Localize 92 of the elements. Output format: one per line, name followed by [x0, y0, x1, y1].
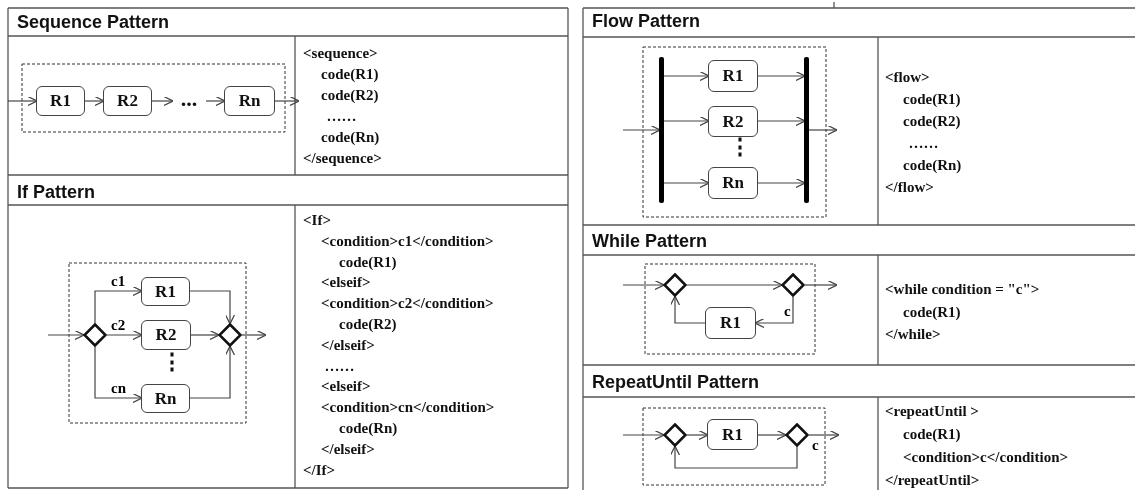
code-line: code(Rn) [339, 419, 398, 437]
code-line: </elseif> [321, 439, 375, 458]
ellipsis-text: ... [172, 84, 206, 110]
code-line: …… [908, 134, 939, 152]
section-heading: RepeatUntil Pattern [592, 371, 760, 393]
code-line: code(R1) [903, 425, 961, 443]
arrow [808, 429, 840, 441]
decision-diamond [83, 323, 107, 347]
arrow [94, 285, 143, 324]
arrow [663, 115, 710, 127]
code-line: </while> [885, 325, 941, 343]
process-box: Rn [224, 86, 275, 116]
section-heading: Sequence Pattern [17, 11, 170, 33]
arrow [754, 296, 794, 329]
arrow [205, 95, 226, 107]
process-box: R2 [708, 106, 758, 137]
process-box: R2 [141, 320, 191, 350]
arrow [190, 329, 220, 341]
arrow [663, 177, 710, 189]
arrow [757, 429, 787, 441]
arrow [757, 115, 806, 127]
sync-bar [659, 57, 664, 203]
arrow [808, 124, 838, 136]
arrow [686, 429, 709, 441]
vertical-ellipsis: ⋮ [729, 135, 751, 159]
code-line: <condition>cn</condition> [321, 398, 495, 417]
code-line: <condition>c</condition> [903, 448, 1069, 466]
arrow [7, 95, 38, 107]
process-box: R2 [103, 86, 152, 116]
code-line: <repeatUntil > [885, 402, 979, 420]
code-line: <condition>c1</condition> [321, 231, 494, 250]
arrow [189, 345, 236, 399]
arrow [622, 429, 665, 441]
code-line: <elseif> [321, 273, 371, 292]
code-line: …… [324, 356, 355, 375]
decision-diamond [663, 273, 687, 297]
edge-label: c2 [110, 318, 127, 333]
decision-diamond [218, 323, 242, 347]
arrow [622, 124, 661, 136]
arrow [669, 445, 798, 469]
code-line: code(R1) [903, 90, 961, 108]
code-line: <while condition = "c"> [885, 280, 1040, 298]
process-box: R1 [705, 307, 756, 339]
process-box: R1 [708, 60, 758, 92]
arrow [84, 95, 105, 107]
code-line: </If> [303, 460, 336, 479]
code-line: <sequence> [303, 44, 378, 62]
code-line: code(R1) [321, 65, 379, 83]
arrow [663, 70, 710, 82]
decision-diamond [663, 423, 687, 447]
arrow [757, 177, 806, 189]
code-line: code(R2) [903, 112, 961, 130]
process-box: Rn [141, 384, 190, 413]
process-box: R1 [36, 86, 85, 116]
arrow [241, 329, 267, 341]
arrow [757, 70, 806, 82]
arrow [804, 279, 838, 291]
process-box: R1 [141, 277, 190, 306]
arrow [94, 346, 143, 404]
code-line: <flow> [885, 68, 930, 86]
decision-diamond [785, 423, 809, 447]
code-line: code(Rn) [321, 128, 380, 146]
arrow [622, 279, 665, 291]
code-line: <condition>c2</condition> [321, 294, 494, 313]
code-line: </repeatUntil> [885, 471, 980, 489]
arrow [106, 329, 143, 341]
section-heading: If Pattern [17, 181, 95, 203]
code-line: code(Rn) [903, 156, 962, 174]
code-line: </flow> [885, 178, 934, 196]
process-box: R1 [707, 419, 758, 450]
code-line: code(R1) [339, 252, 397, 271]
process-box: Rn [708, 167, 758, 199]
arrow [47, 329, 85, 341]
code-line: code(R1) [903, 302, 961, 321]
arrow [274, 95, 300, 107]
arrow [189, 290, 236, 325]
code-line: <If> [303, 211, 331, 229]
edge-label: c1 [110, 274, 127, 289]
decision-diamond [781, 273, 805, 297]
code-line: code(R2) [321, 86, 379, 104]
code-line: </sequence> [303, 149, 382, 167]
section-heading: While Pattern [592, 230, 707, 252]
vertical-ellipsis: ⋮ [161, 350, 183, 374]
code-line: </elseif> [321, 335, 375, 354]
code-line: …… [326, 107, 357, 125]
code-line: <elseif> [321, 377, 371, 396]
code-line: code(R2) [339, 315, 397, 333]
sync-bar [804, 57, 809, 203]
section-heading: Flow Pattern [592, 10, 700, 32]
arrow [669, 295, 706, 324]
arrow [151, 95, 174, 107]
arrow [686, 279, 783, 291]
